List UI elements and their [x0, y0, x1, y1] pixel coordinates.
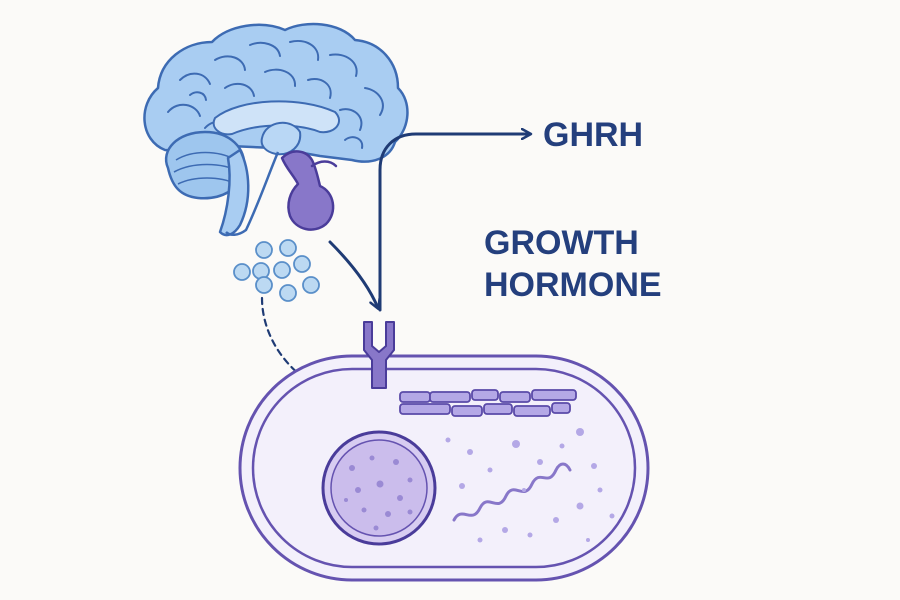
ghrh-arrow: [378, 134, 530, 312]
cell-icon: [238, 354, 650, 582]
nucleus-icon: [321, 430, 437, 546]
cytoskeleton-icon: [399, 389, 577, 417]
receptor-icon: [363, 321, 395, 389]
brain-icon: [143, 22, 409, 237]
growth-hormone-label-line1: GROWTH: [484, 224, 639, 262]
mrna-icon: [452, 462, 572, 522]
growth-hormone-label-line2: HORMONE: [484, 266, 662, 304]
cytoplasm-dots: [445, 428, 615, 543]
hormone-particles-icon: [233, 239, 320, 302]
pituitary-to-receptor-arrow: [328, 240, 378, 308]
pituitary-gland-icon: [280, 150, 338, 231]
ghrh-label: GHRH: [543, 116, 643, 154]
